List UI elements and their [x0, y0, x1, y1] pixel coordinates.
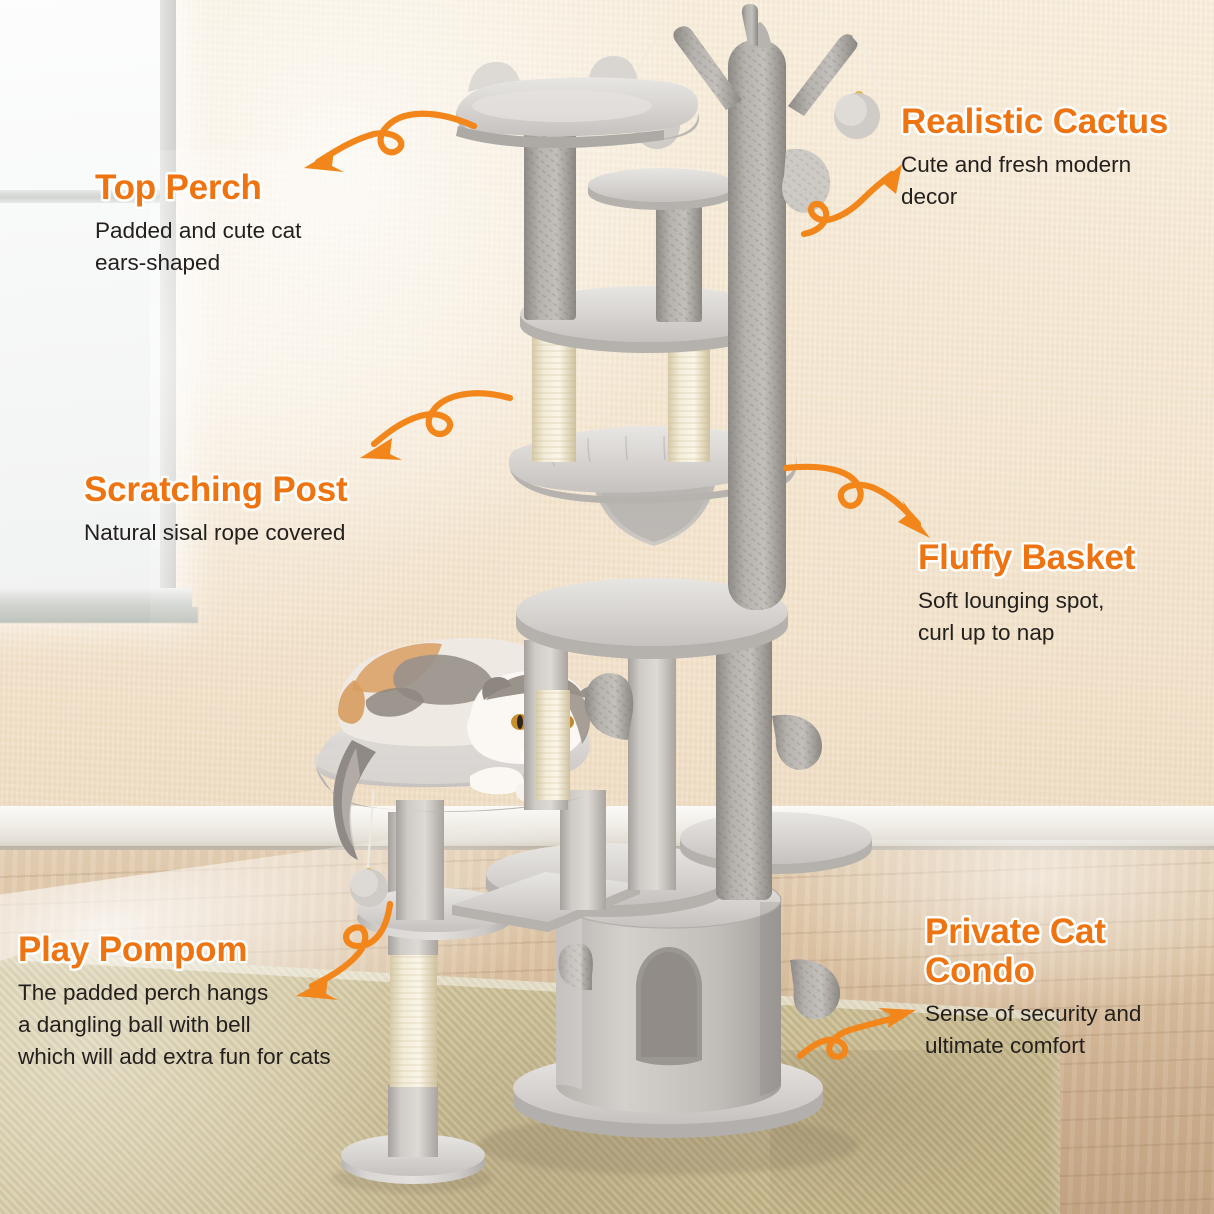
callout-body-top-perch: Padded and cute cat ears-shaped [95, 218, 302, 276]
post-center-lower [628, 640, 676, 890]
callout-title-realistic-cactus: Realistic Cactus [901, 102, 1169, 141]
scratching-post-cat-level [536, 690, 570, 800]
callout-title-private-cat-condo: Private Cat Condo [925, 912, 1106, 991]
top-perch [455, 56, 699, 149]
cat-paw-left [470, 767, 524, 795]
pompom-string-right [852, 35, 879, 89]
callout-scratching-post: Scratching Post Natural sisal rope cover… [84, 470, 424, 549]
platform-small-shelf [588, 168, 736, 210]
callout-play-pompom: Play Pompom The padded perch hangs a dan… [18, 930, 388, 1073]
platform-right-mid [680, 812, 872, 874]
cactus-arm-lower-right [790, 959, 840, 1020]
platform-upper [520, 286, 776, 353]
callout-body-scratching-post: Natural sisal rope covered [84, 520, 346, 546]
callout-fluffy-basket: Fluffy Basket Soft lounging spot, curl u… [918, 538, 1198, 649]
cactus-arm-mid-left [584, 673, 634, 740]
callout-title-fluffy-basket: Fluffy Basket [918, 538, 1136, 577]
window-sill [0, 588, 192, 610]
window-mullion [0, 190, 172, 203]
callout-body-private-cat-condo: Sense of security and ultimate comfort [925, 1001, 1142, 1059]
callout-title-play-pompom: Play Pompom [18, 930, 248, 969]
callout-title-top-perch: Top Perch [95, 168, 262, 207]
callout-body-fluffy-basket: Soft lounging spot, curl up to nap [918, 588, 1105, 646]
cat-tail [333, 740, 376, 860]
scratching-post-left [532, 330, 576, 462]
post-top-perch [524, 130, 576, 320]
callout-body-play-pompom: The padded perch hangs a dangling ball w… [18, 980, 331, 1070]
callout-top-perch: Top Perch Padded and cute cat ears-shape… [95, 168, 395, 279]
realistic-cactus-column [728, 22, 831, 610]
post-cat-perch-left [396, 800, 444, 920]
platform-mid-wide [516, 578, 788, 659]
cactus-column-lower [716, 600, 772, 900]
callout-realistic-cactus: Realistic Cactus Cute and fresh modern d… [901, 102, 1206, 213]
pompom-string [366, 789, 376, 869]
play-pompom-right [834, 35, 880, 139]
window-sill-shadow [0, 607, 198, 623]
cactus-branch-left [673, 26, 742, 110]
post-small-shelf [656, 190, 702, 322]
callout-body-realistic-cactus: Cute and fresh modern decor [901, 152, 1132, 210]
cactus-arm-mid-right [772, 714, 822, 770]
play-pompom-lower [350, 869, 388, 907]
window [0, 0, 168, 605]
callout-private-cat-condo: Private Cat Condo Sense of security and … [925, 912, 1214, 1062]
callout-title-scratching-post: Scratching Post [84, 470, 348, 509]
cactus-branch-right [788, 34, 858, 116]
cactus-branch-top [741, 4, 759, 46]
fluffy-basket [508, 425, 797, 546]
